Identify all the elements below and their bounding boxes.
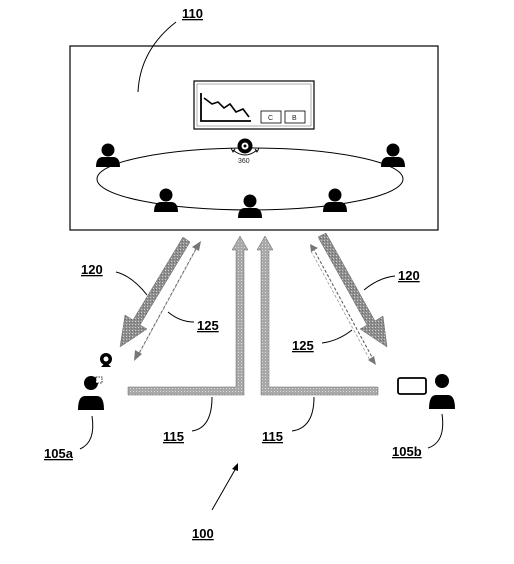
label-125-right: 125 xyxy=(292,338,314,353)
label-115-left: 115 xyxy=(163,429,184,444)
arrow-120-right xyxy=(317,232,388,348)
leader-120-left xyxy=(115,271,148,296)
leader-115-left xyxy=(191,396,213,432)
screen-button-c[interactable]: C xyxy=(260,110,282,124)
label-105b: 105b xyxy=(392,444,422,459)
chart-icon xyxy=(200,93,251,122)
laptop-icon xyxy=(397,377,427,395)
label-100: 100 xyxy=(192,526,214,541)
label-115-right: 115 xyxy=(262,429,283,444)
webcam-icon xyxy=(100,353,112,367)
line-115-left xyxy=(127,235,249,396)
dashed-arrow-125-left xyxy=(134,241,201,361)
360-camera-icon: 360 xyxy=(230,138,260,165)
camera-label: 360 xyxy=(238,158,250,165)
user-105b xyxy=(429,374,455,409)
room-leader-line xyxy=(137,21,177,93)
svg-text:B: B xyxy=(292,115,297,122)
svg-text:C: C xyxy=(268,115,273,122)
room-label: 110 xyxy=(182,6,203,21)
leader-105a xyxy=(79,415,94,450)
user-105a xyxy=(78,376,104,410)
label-125-left: 125 xyxy=(197,318,219,333)
label-120-left: 120 xyxy=(81,262,103,277)
device-icon xyxy=(95,376,103,384)
label-120-right: 120 xyxy=(398,268,420,283)
leader-125-right xyxy=(321,329,353,344)
arrow-100 xyxy=(211,463,238,511)
dashed-arrow-125-right xyxy=(310,244,376,365)
arrow-120-left xyxy=(119,236,191,348)
line-115-right xyxy=(256,235,379,396)
leader-105b xyxy=(427,413,444,449)
leader-115-right xyxy=(291,396,315,432)
label-105a: 105a xyxy=(44,446,74,461)
screen-button-b[interactable]: B xyxy=(284,110,306,124)
leader-120-right xyxy=(363,275,396,291)
leader-125-left xyxy=(167,311,195,323)
